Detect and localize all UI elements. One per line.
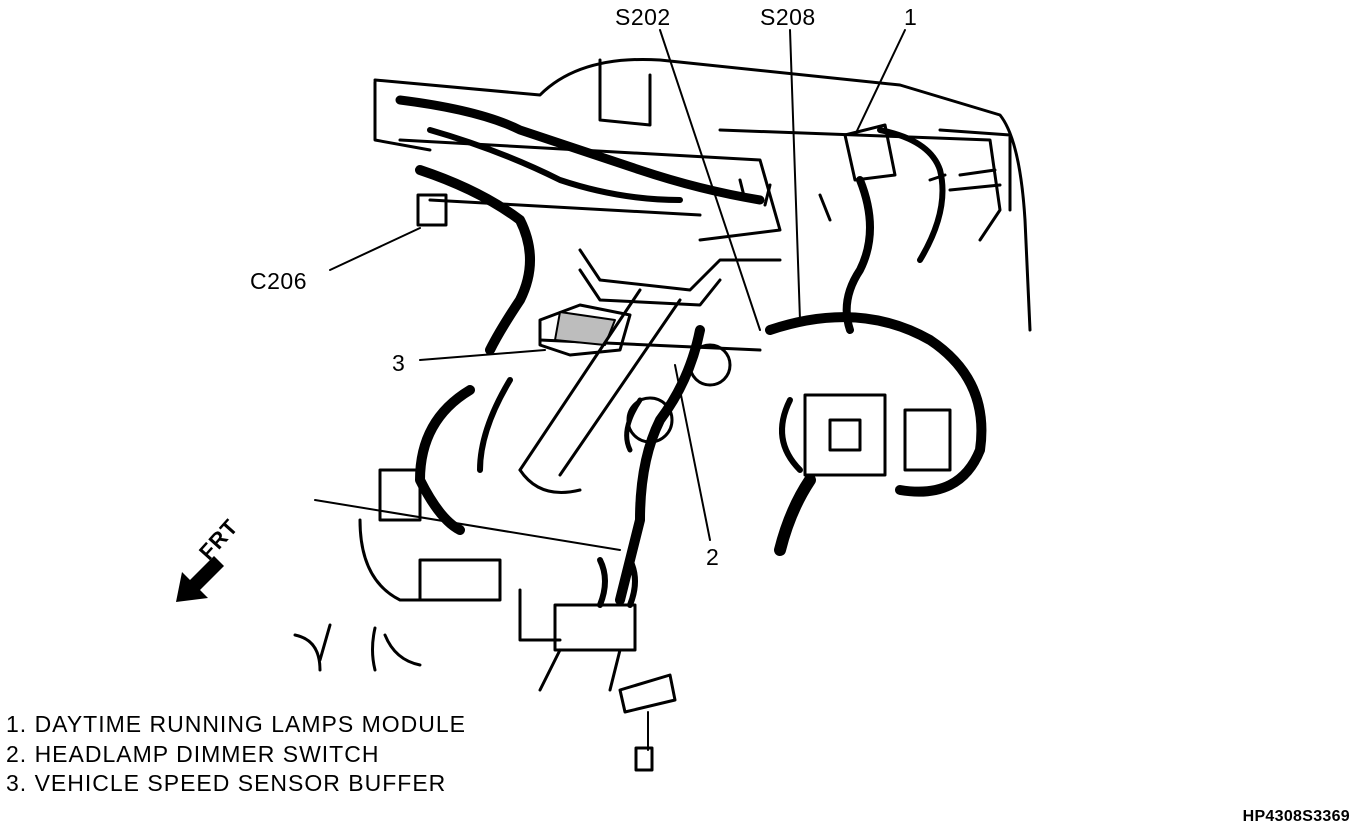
legend-item: 1. DAYTIME RUNNING LAMPS MODULE	[6, 711, 466, 737]
item-2-label: 2	[706, 544, 720, 570]
arrow-down-left-icon	[176, 556, 224, 602]
splice-s202-label: S202	[615, 4, 671, 30]
splice-s208-label: S208	[760, 4, 816, 30]
item-3-label: 3	[392, 350, 406, 376]
connector-c206-label: C206	[250, 268, 307, 294]
legend-item: 3. VEHICLE SPEED SENSOR BUFFER	[6, 770, 447, 796]
legend: 1. DAYTIME RUNNING LAMPS MODULE 2. HEADL…	[6, 710, 466, 799]
item-1-label: 1	[904, 4, 918, 30]
legend-item: 2. HEADLAMP DIMMER SWITCH	[6, 740, 380, 767]
figure-code: HP4308S3369	[1242, 808, 1350, 825]
